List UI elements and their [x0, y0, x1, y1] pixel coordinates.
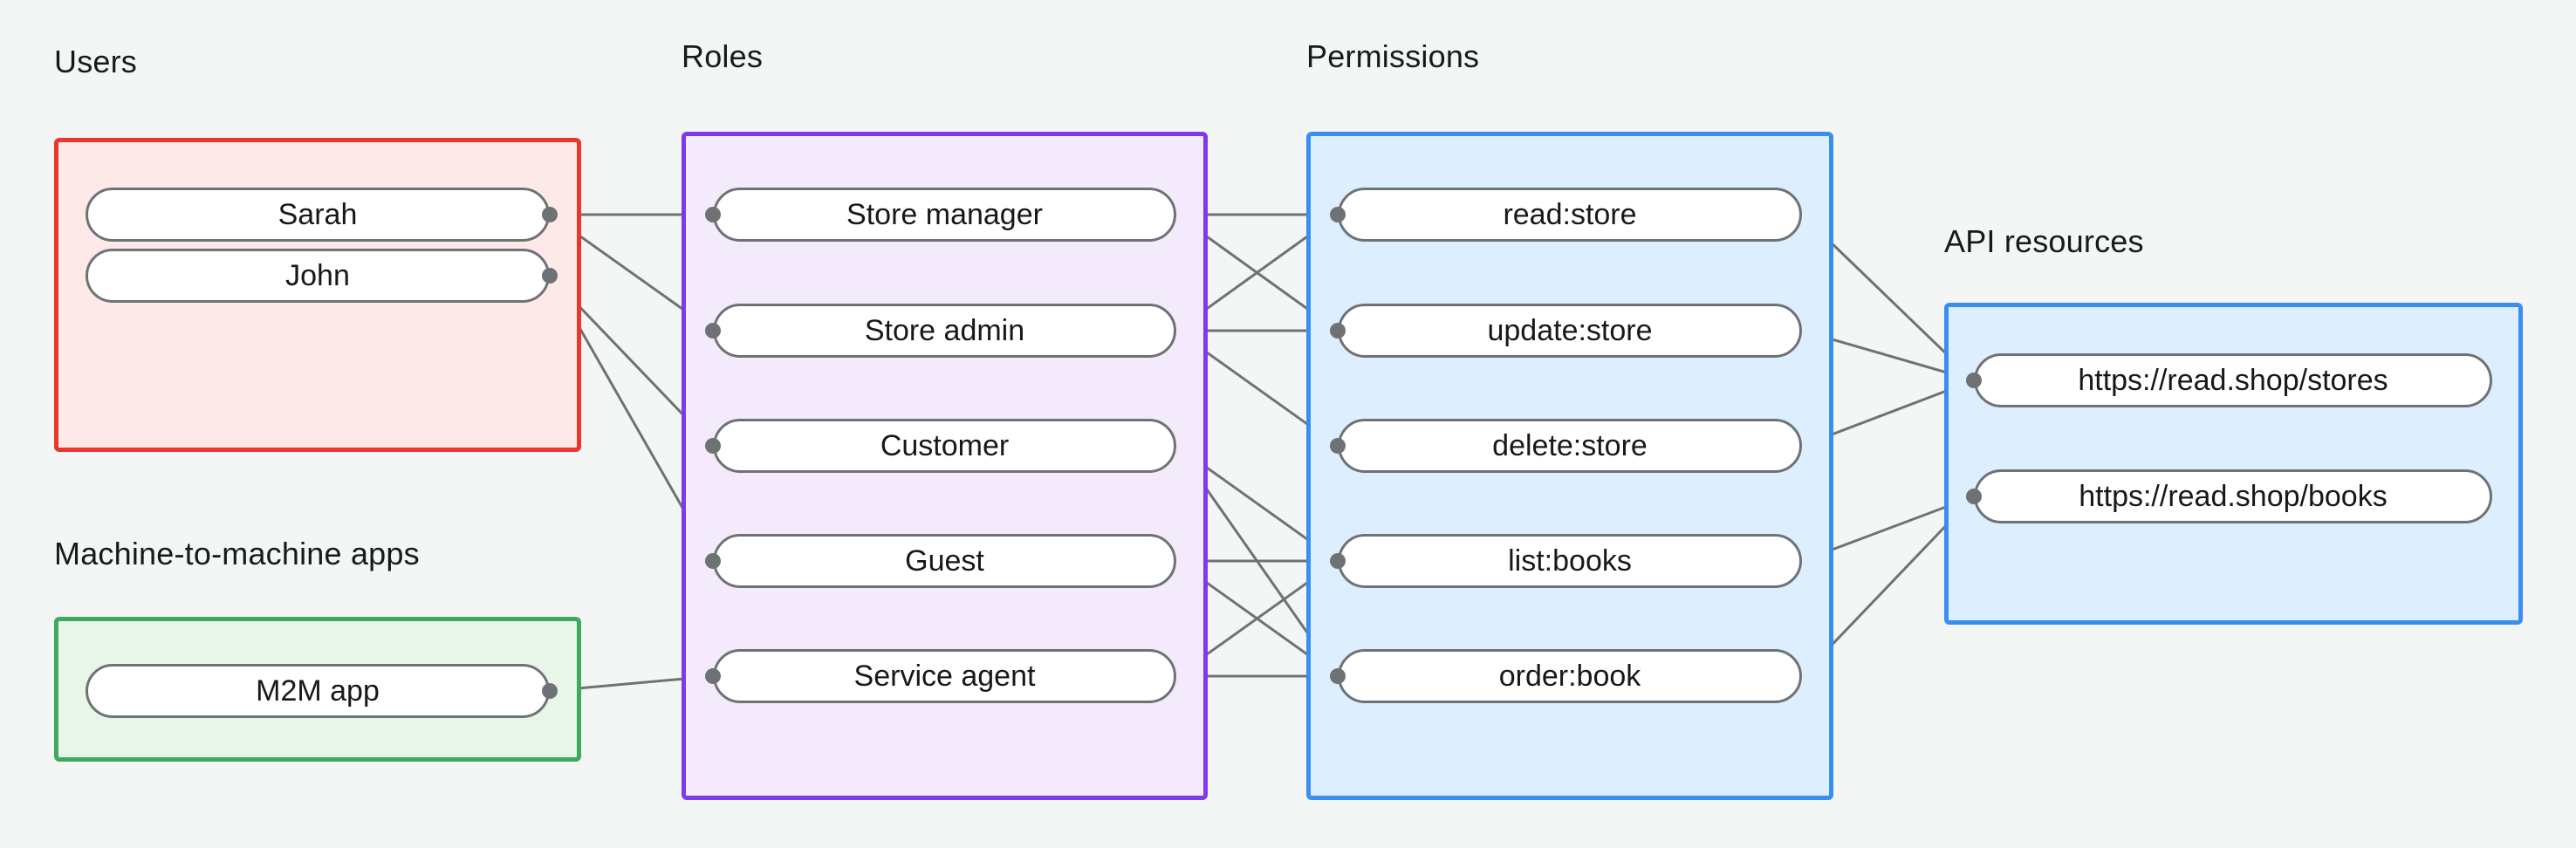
group-box-api-resources — [1944, 303, 2523, 625]
p-res-stores-in-connector-dot — [1966, 373, 1982, 388]
node-role-store-manager[interactable]: Store manager — [713, 188, 1176, 242]
p-delete-store-in-connector-dot — [1330, 438, 1346, 454]
p-store-manager-in-connector-dot — [705, 207, 721, 222]
node-permission-order-book[interactable]: order:book — [1338, 649, 1802, 703]
p-guest-in-connector-dot — [705, 553, 721, 569]
p-sarah-connector-dot — [542, 207, 558, 222]
node-api-resource-stores[interactable]: https://read.shop/stores — [1974, 353, 2492, 407]
node-role-customer[interactable]: Customer — [713, 419, 1176, 473]
group-label-m2m-apps: Machine-to-machine apps — [54, 536, 420, 571]
node-m2m-app[interactable]: M2M app — [86, 664, 550, 718]
node-user-sarah[interactable]: Sarah — [86, 188, 550, 242]
p-customer-in-connector-dot — [705, 438, 721, 454]
node-role-store-admin[interactable]: Store admin — [713, 304, 1176, 358]
p-service-agent-in-connector-dot — [705, 668, 721, 684]
p-order-book-in-connector-dot — [1330, 668, 1346, 684]
p-update-store-in-connector-dot — [1330, 323, 1346, 339]
group-label-api-resources: API resources — [1944, 223, 2144, 259]
p-list-books-in-connector-dot — [1330, 553, 1346, 569]
p-john-connector-dot — [542, 268, 558, 284]
p-read-store-in-connector-dot — [1330, 207, 1346, 222]
p-store-admin-in-connector-dot — [705, 323, 721, 339]
node-permission-update-store[interactable]: update:store — [1338, 304, 1802, 358]
p-res-books-in-connector-dot — [1966, 489, 1982, 504]
group-label-permissions: Permissions — [1306, 38, 1480, 74]
node-permission-delete-store[interactable]: delete:store — [1338, 419, 1802, 473]
node-role-service-agent[interactable]: Service agent — [713, 649, 1176, 703]
node-permission-read-store[interactable]: read:store — [1338, 188, 1802, 242]
node-api-resource-books[interactable]: https://read.shop/books — [1974, 469, 2492, 523]
node-permission-list-books[interactable]: list:books — [1338, 534, 1802, 588]
node-user-john[interactable]: John — [86, 249, 550, 303]
node-role-guest[interactable]: Guest — [713, 534, 1176, 588]
p-m2mapp-connector-dot — [542, 683, 558, 699]
group-label-roles: Roles — [682, 38, 764, 74]
group-label-users: Users — [54, 44, 138, 79]
